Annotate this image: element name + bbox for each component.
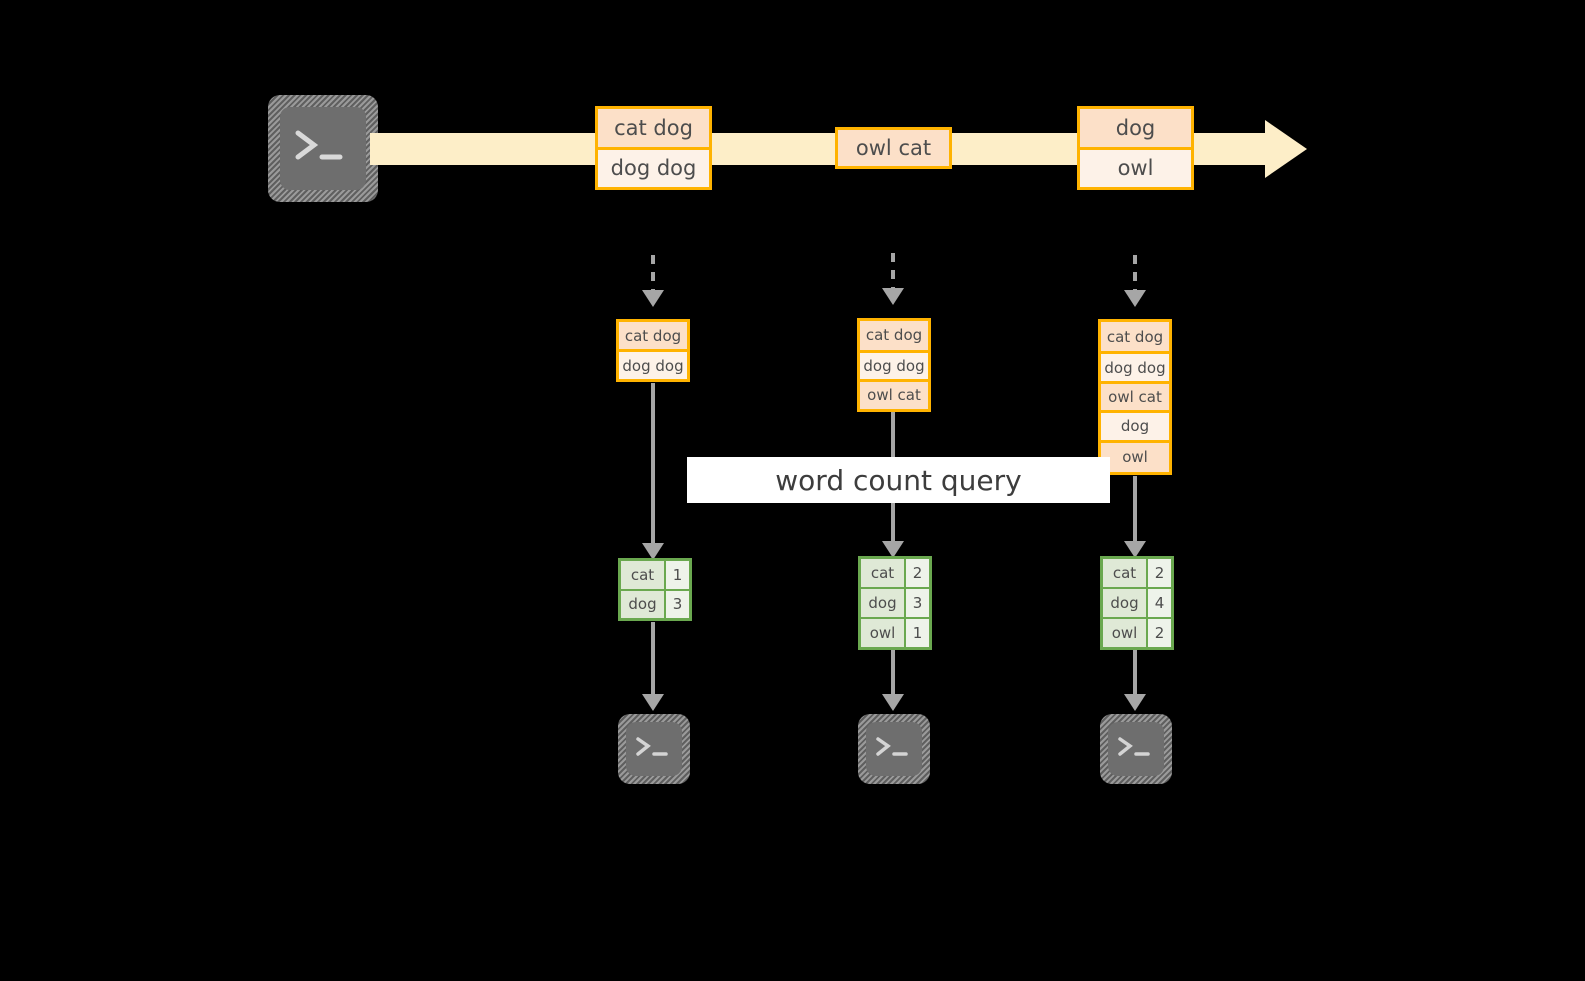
query-arrow-head-1	[642, 543, 664, 560]
result-table-2[interactable]: cat 2 dog 3 owl 1	[858, 556, 932, 650]
table-cell-count: 4	[1148, 589, 1171, 617]
stream-group-2[interactable]: owl cat	[835, 127, 952, 169]
stream-group-1[interactable]: cat dog dog dog	[595, 106, 712, 190]
table-cell-word: owl	[861, 619, 906, 647]
table-cell-word: cat	[621, 561, 666, 589]
table-cell-word: dog	[861, 589, 906, 617]
table-row: dog 3	[861, 587, 929, 617]
sink-arrow-head-3	[1124, 694, 1146, 711]
query-arrow-line-1	[651, 383, 655, 546]
stream-record: dog	[1080, 109, 1191, 147]
table-row: dog 4	[1103, 587, 1171, 617]
query-arrow-head-2	[882, 541, 904, 558]
snapshot-1[interactable]: cat dog dog dog	[616, 319, 690, 382]
snapshot-feed-arrowhead-1	[642, 290, 664, 307]
table-cell-count: 1	[906, 619, 929, 647]
terminal-face	[1108, 722, 1164, 776]
query-arrow-head-3	[1124, 541, 1146, 558]
stream-record: owl cat	[838, 130, 949, 166]
sink-arrow-head-1	[642, 694, 664, 711]
table-cell-count: 2	[906, 559, 929, 587]
result-table-1[interactable]: cat 1 dog 3	[618, 558, 692, 621]
table-row: cat 1	[621, 561, 689, 589]
sink-terminal-icon-1	[618, 714, 690, 784]
snapshot-record: dog dog	[860, 349, 928, 379]
snapshot-record: dog dog	[619, 349, 687, 379]
stream-record: owl	[1080, 146, 1191, 187]
snapshot-record: dog dog	[1101, 351, 1169, 381]
sink-arrow-head-2	[882, 694, 904, 711]
snapshot-record: cat dog	[619, 322, 687, 349]
stream-arrowhead	[1265, 120, 1307, 178]
snapshot-feed-line-3	[1133, 255, 1137, 292]
terminal-prompt-glyph	[295, 130, 343, 160]
sink-arrow-line-3	[1133, 650, 1137, 697]
sink-arrow-line-1	[651, 622, 655, 697]
table-cell-word: dog	[621, 590, 666, 618]
snapshot-feed-line-2	[891, 253, 895, 290]
sink-arrow-line-2	[891, 650, 895, 697]
terminal-prompt-glyph	[1118, 737, 1150, 756]
sink-terminal-icon-3	[1100, 714, 1172, 784]
table-cell-count: 2	[1148, 559, 1171, 587]
table-cell-word: cat	[861, 559, 906, 587]
terminal-prompt-glyph	[876, 737, 908, 756]
table-cell-count: 2	[1148, 619, 1171, 647]
snapshot-3[interactable]: cat dog dog dog owl cat dog owl	[1098, 319, 1172, 475]
table-row: cat 2	[1103, 559, 1171, 587]
snapshot-record: owl cat	[1101, 380, 1169, 411]
source-terminal-icon	[268, 95, 378, 202]
snapshot-record: owl	[1101, 439, 1169, 472]
table-cell-count: 3	[906, 589, 929, 617]
stream-record: dog dog	[598, 146, 709, 187]
table-row: cat 2	[861, 559, 929, 587]
table-cell-word: owl	[1103, 619, 1148, 647]
table-row: dog 3	[621, 588, 689, 618]
terminal-face	[626, 722, 682, 776]
snapshot-record: dog	[1101, 410, 1169, 440]
snapshot-feed-line-1	[651, 255, 655, 292]
snapshot-feed-arrowhead-2	[882, 288, 904, 305]
terminal-prompt-glyph	[636, 737, 668, 756]
word-count-query-label: word count query	[687, 457, 1110, 503]
snapshot-record: owl cat	[860, 378, 928, 409]
sink-terminal-icon-2	[858, 714, 930, 784]
result-table-3[interactable]: cat 2 dog 4 owl 2	[1100, 556, 1174, 650]
snapshot-record: cat dog	[1101, 322, 1169, 352]
stream-record: cat dog	[598, 109, 709, 147]
table-cell-word: dog	[1103, 589, 1148, 617]
table-cell-count: 1	[666, 561, 689, 589]
snapshot-feed-arrowhead-3	[1124, 290, 1146, 307]
snapshot-2[interactable]: cat dog dog dog owl cat	[857, 318, 931, 412]
stream-group-3[interactable]: dog owl	[1077, 106, 1194, 190]
terminal-face	[866, 722, 922, 776]
table-cell-word: cat	[1103, 559, 1148, 587]
terminal-face	[280, 107, 366, 190]
table-row: owl 1	[861, 617, 929, 647]
table-cell-count: 3	[666, 590, 689, 618]
snapshot-record: cat dog	[860, 321, 928, 350]
table-row: owl 2	[1103, 617, 1171, 647]
query-arrow-line-3	[1133, 476, 1137, 546]
